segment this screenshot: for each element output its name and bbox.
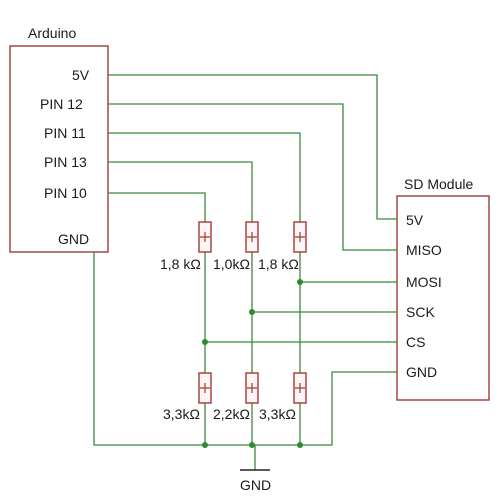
arduino-pin-10: PIN 10	[44, 185, 87, 201]
sd-module-board	[396, 195, 490, 401]
wire-gnd-bus	[93, 252, 397, 446]
resistor-top-1-label: 1,8 kΩ	[160, 256, 201, 272]
junction-cs	[202, 339, 208, 345]
arduino-pin-12: PIN 12	[40, 96, 83, 112]
resistor-bottom-3	[293, 372, 307, 404]
sd-pin-mosi: MOSI	[406, 274, 442, 290]
arduino-pin-5v: 5V	[72, 67, 90, 83]
wire-pin13	[108, 161, 253, 222]
resistor-top-3	[293, 221, 307, 253]
arduino-title: Arduino	[28, 25, 76, 41]
resistor-bottom-2-label: 2,2kΩ	[213, 406, 250, 422]
junction-gnd-3	[297, 442, 303, 448]
sd-pin-miso: MISO	[406, 242, 442, 258]
junction-sck	[249, 309, 255, 315]
resistor-top-1	[198, 221, 212, 253]
sd-pin-gnd: GND	[406, 364, 437, 380]
resistor-bottom-2	[245, 372, 259, 404]
junction-gnd-2	[249, 442, 255, 448]
junction-mosi	[297, 279, 303, 285]
resistor-top-2-label: 1,0kΩ	[213, 256, 250, 272]
arduino-pin-11: PIN 11	[44, 125, 86, 141]
sd-pin-sck: SCK	[406, 304, 435, 320]
resistor-top-3-label: 1,8 kΩ	[258, 256, 299, 272]
wire-5v	[108, 74, 397, 220]
wire-pin10	[108, 192, 206, 222]
junction-gnd-1	[202, 442, 208, 448]
wire-pin11	[108, 132, 301, 222]
sd-module-title: SD Module	[404, 176, 473, 192]
resistor-top-2	[245, 221, 259, 253]
ground-label: GND	[240, 477, 271, 493]
sd-pin-cs: CS	[406, 334, 425, 350]
resistor-bottom-1-label: 3,3kΩ	[163, 406, 200, 422]
sd-pin-5v: 5V	[406, 212, 424, 228]
arduino-board	[9, 45, 109, 253]
arduino-pin-13: PIN 13	[44, 154, 87, 170]
resistor-bottom-1	[198, 372, 212, 404]
resistor-bottom-3-label: 3,3kΩ	[259, 406, 296, 422]
arduino-pin-gnd: GND	[58, 231, 89, 247]
wire-miso	[108, 103, 397, 251]
